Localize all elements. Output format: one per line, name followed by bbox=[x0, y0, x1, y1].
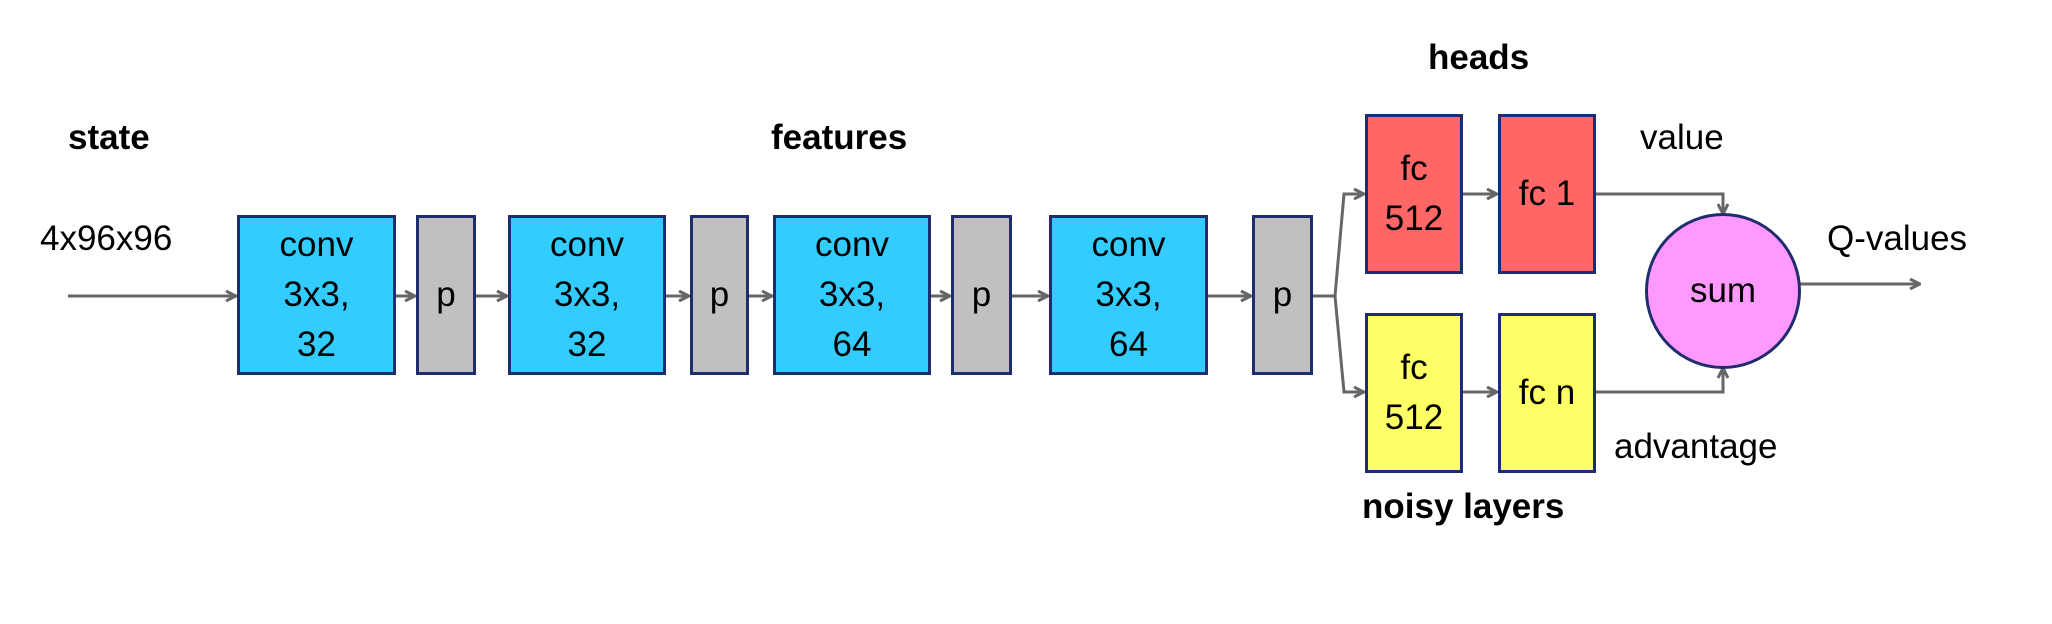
pool-label: p bbox=[709, 275, 730, 314]
fc-out-label: fc 1 bbox=[1518, 174, 1576, 213]
pool-label: p bbox=[436, 275, 456, 314]
advantage-fc512-block: fc 512 bbox=[1365, 313, 1463, 473]
arrow-advantage-sum bbox=[1596, 368, 1723, 394]
pool-block-4: p bbox=[1252, 215, 1313, 375]
conv-block-2: conv 3x3, 32 bbox=[508, 215, 666, 375]
pool-block-2: p bbox=[690, 215, 749, 375]
conv-block-type: conv bbox=[550, 225, 624, 264]
fc-units: 512 bbox=[1384, 398, 1444, 437]
features-label: features bbox=[771, 118, 908, 157]
advantage-fcn-block: fc n bbox=[1498, 313, 1596, 473]
conv-block-4: conv 3x3, 64 bbox=[1049, 215, 1208, 375]
sum-node: sum bbox=[1645, 213, 1801, 369]
value-fc512-block: fc 512 bbox=[1365, 114, 1463, 274]
conv-block-filters: 64 bbox=[832, 325, 872, 364]
fc-out-label: fc n bbox=[1518, 373, 1576, 412]
fc-type: fc bbox=[1400, 348, 1428, 387]
conv-block-type: conv bbox=[815, 225, 889, 264]
heads-label: heads bbox=[1428, 38, 1530, 77]
advantage-label: advantage bbox=[1614, 427, 1778, 466]
conv-block-filters: 32 bbox=[567, 325, 607, 364]
fc-type: fc bbox=[1400, 149, 1428, 188]
conv-block-kernel: 3x3, bbox=[818, 275, 886, 314]
fc-units: 512 bbox=[1384, 199, 1444, 238]
q-values-label: Q-values bbox=[1827, 219, 1968, 258]
arrow-split-advantage bbox=[1333, 295, 1364, 392]
conv-block-kernel: 3x3, bbox=[283, 275, 350, 314]
conv-block-filters: 32 bbox=[297, 325, 336, 364]
sum-label: sum bbox=[1689, 271, 1757, 310]
conv-block-filters: 64 bbox=[1109, 325, 1148, 364]
conv-block-kernel: 3x3, bbox=[553, 275, 621, 314]
conv-block-type: conv bbox=[1091, 225, 1166, 264]
pool-label: p bbox=[971, 275, 992, 314]
conv-block-1: conv 3x3, 32 bbox=[237, 215, 396, 375]
value-fc1-block: fc 1 bbox=[1498, 114, 1596, 274]
state-label: state bbox=[68, 118, 150, 157]
state-shape-label: 4x96x96 bbox=[40, 219, 173, 258]
arrow-split-value bbox=[1313, 194, 1364, 298]
arrow-value-sum bbox=[1596, 192, 1723, 214]
conv-block-kernel: 3x3, bbox=[1095, 275, 1162, 314]
noisy-layers-label: noisy layers bbox=[1362, 487, 1565, 526]
conv-block-3: conv 3x3, 64 bbox=[773, 215, 931, 375]
pool-block-1: p bbox=[416, 215, 476, 375]
conv-block-type: conv bbox=[279, 225, 354, 264]
value-label: value bbox=[1640, 118, 1724, 157]
pool-label: p bbox=[1272, 275, 1293, 314]
pool-block-3: p bbox=[951, 215, 1012, 375]
